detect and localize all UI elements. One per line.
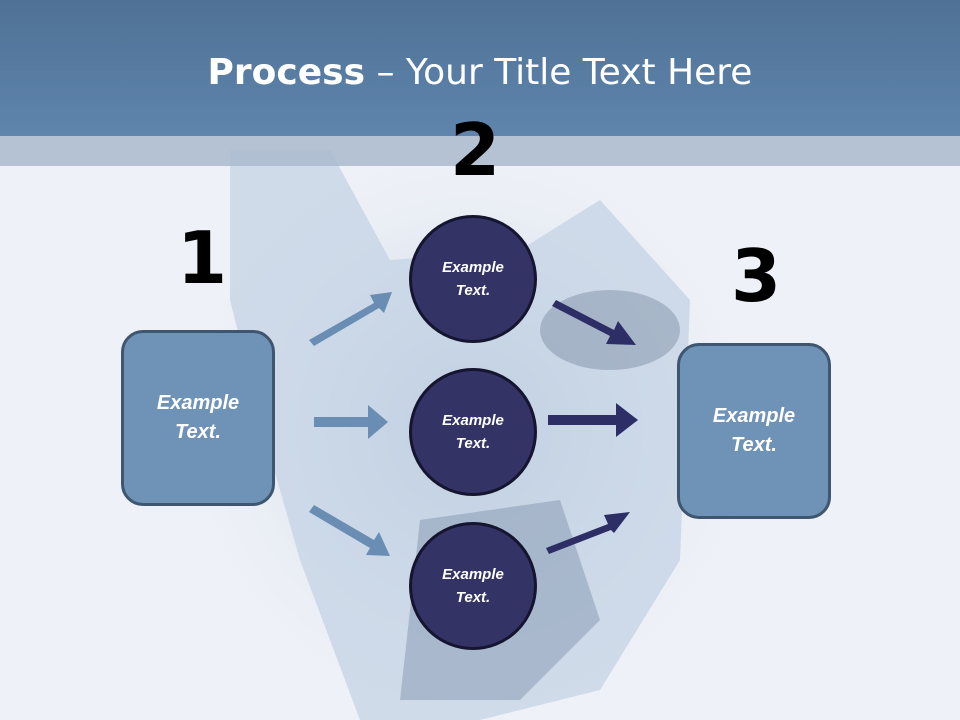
circle-top-line2: Text.: [455, 282, 491, 299]
arrow-left-to-top: [309, 292, 392, 346]
arrow-middle-to-right: [548, 403, 638, 437]
circle-bottom-line1: Example: [442, 566, 504, 583]
arrow-bottom-to-right: [546, 512, 630, 554]
right-box-line1: Example: [712, 405, 796, 427]
title-bold: Process: [207, 52, 366, 93]
title-bar-strip: [0, 136, 960, 166]
step-number-1: 1: [177, 216, 228, 300]
left-box-line2: Text.: [175, 421, 221, 443]
step-number-3: 3: [731, 234, 782, 318]
arrow-top-to-right: [552, 300, 636, 345]
arrow-left-to-middle: [314, 405, 388, 439]
circle-middle-line2: Text.: [455, 435, 491, 452]
slide-title: Process – Your Title Text Here: [0, 52, 960, 93]
step-number-2: 2: [450, 108, 501, 192]
title-rest: Your Title Text Here: [405, 52, 753, 93]
left-box-line1: Example: [156, 392, 240, 414]
title-separator: –: [376, 52, 395, 93]
title-bar: [0, 0, 960, 136]
circle-bottom-line2: Text.: [455, 589, 491, 606]
circle-middle-line1: Example: [442, 412, 504, 429]
circle-top-line1: Example: [442, 259, 504, 276]
arrow-left-to-bottom: [309, 505, 390, 556]
right-box-line2: Text.: [731, 434, 777, 456]
